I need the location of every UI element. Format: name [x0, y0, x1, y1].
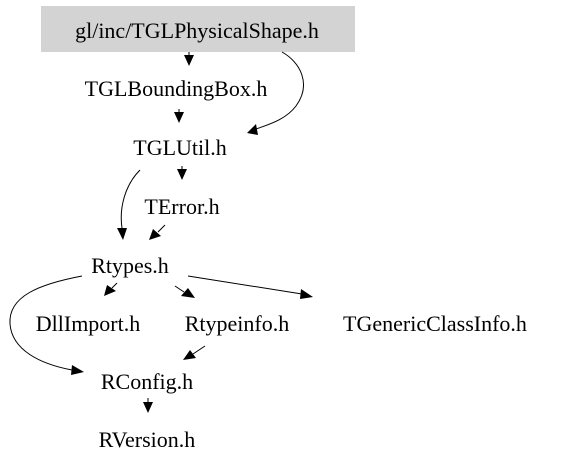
arrowhead-rtypes-rconfig: [71, 365, 84, 375]
edge-rtypeinfo-rconfig: [192, 345, 206, 355]
edge-rtypes-rtypeinfo: [174, 285, 185, 293]
edge-util-rtypes: [120, 169, 141, 229]
arrowhead-bbox-util: [174, 112, 184, 123]
arrowhead-rtypeinfo-rconfig: [183, 350, 196, 360]
arrowhead-root-util: [247, 124, 258, 135]
arrowhead-rtypes-dllimport: [104, 285, 116, 296]
edge-root-util: [253, 51, 304, 131]
node-rconfig[interactable]: RConfig.h: [101, 369, 193, 394]
arrowhead-util-rtypes: [117, 228, 127, 240]
node-dllimport[interactable]: DllImport.h: [36, 311, 141, 336]
node-terror[interactable]: TError.h: [144, 194, 219, 219]
edge-rtypes-dllimport: [111, 282, 118, 289]
edge-rtypes-tgeneric: [187, 275, 303, 295]
arrowhead-util-terror: [177, 169, 187, 180]
node-root[interactable]: gl/inc/TGLPhysicalShape.h: [75, 18, 319, 43]
node-tglutil[interactable]: TGLUtil.h: [133, 135, 227, 160]
edge-terror-rtypes: [157, 224, 166, 233]
arrowhead-rconfig-rversion: [143, 402, 153, 413]
node-rtypeinfo[interactable]: Rtypeinfo.h: [185, 311, 290, 336]
node-tgenericclassinfo[interactable]: TGenericClassInfo.h: [343, 311, 527, 336]
arrowhead-rtypes-rtypeinfo: [181, 288, 195, 298]
node-rtypes[interactable]: Rtypes.h: [91, 253, 169, 278]
arrowhead-terror-rtypes: [149, 229, 161, 240]
node-tglboundingbox[interactable]: TGLBoundingBox.h: [85, 76, 268, 101]
arrowhead-root-bbox: [184, 55, 194, 66]
root-node-box[interactable]: [41, 6, 355, 52]
edge-rtypes-rconfig: [9, 275, 83, 371]
node-labels: gl/inc/TGLPhysicalShape.h TGLBoundingBox…: [36, 18, 527, 452]
arrowhead-rtypes-tgeneric: [300, 289, 313, 299]
node-rversion[interactable]: RVersion.h: [99, 427, 196, 452]
edges: [9, 51, 313, 413]
